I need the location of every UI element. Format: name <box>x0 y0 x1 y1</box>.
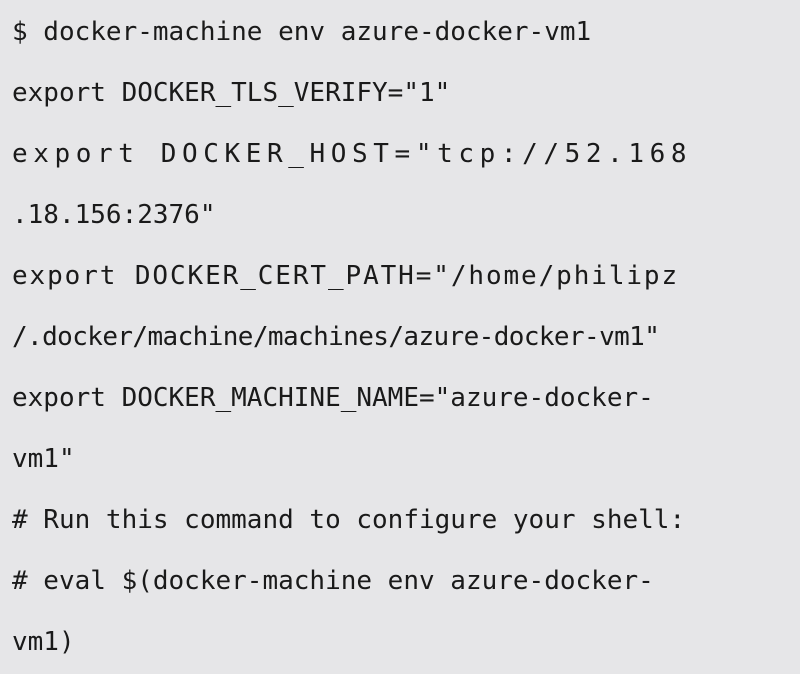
comment-eval-line: # eval $(docker-machine env azure-docker… <box>12 566 654 596</box>
comment-eval-continued: vm1) <box>12 627 75 657</box>
export-cert-path-line: export DOCKER_CERT_PATH="/home/philipz <box>12 261 680 291</box>
export-host-line: export DOCKER_HOST="tcp://52.168 <box>12 139 693 169</box>
export-machine-name-line: export DOCKER_MACHINE_NAME="azure-docker… <box>12 383 654 413</box>
comment-line: # Run this command to configure your she… <box>12 505 686 535</box>
export-machine-name-continued: vm1" <box>12 444 75 474</box>
export-tls-verify-line: export DOCKER_TLS_VERIFY="1" <box>12 78 451 108</box>
command-line: $ docker-machine env azure-docker-vm1 <box>12 17 592 47</box>
export-cert-path-continued: /.docker/machine/machines/azure-docker-v… <box>12 322 660 352</box>
export-host-continued: .18.156:2376" <box>12 200 216 230</box>
